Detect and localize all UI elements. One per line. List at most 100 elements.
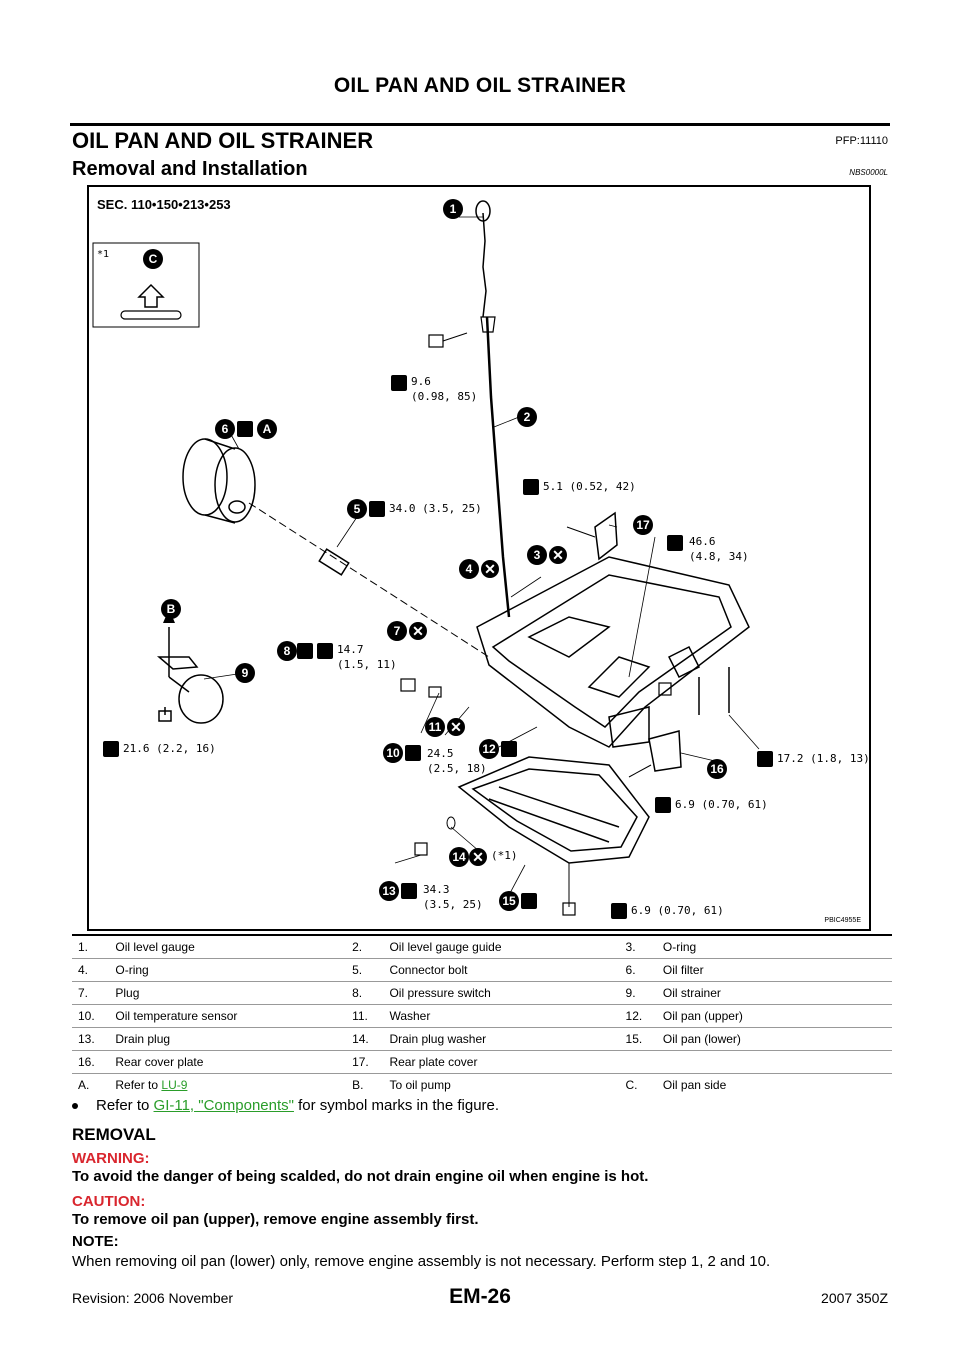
torque-icon	[667, 535, 683, 551]
callout-12: 12	[479, 739, 499, 759]
model-year: 2007 350Z	[821, 1290, 888, 1306]
part-number: 5.	[346, 958, 384, 982]
callout-A: A	[257, 419, 277, 439]
part-number: 6.	[619, 958, 657, 982]
part-name: Oil temperature sensor	[109, 1004, 347, 1028]
torque-icon	[103, 741, 119, 757]
torque-icon	[317, 643, 333, 659]
exploded-diagram: SEC. 110•150•213•253 *1 C 1 2 3 ✕ 4 ✕ 5 …	[87, 185, 871, 931]
part-number: 14.	[346, 1027, 384, 1051]
part-name: O-ring	[109, 958, 347, 982]
caution-text: To remove oil pan (upper), remove engine…	[72, 1211, 479, 1228]
star1-label: *1	[97, 249, 110, 260]
torque-icon	[401, 883, 417, 899]
part-name: Oil pan (lower)	[656, 1027, 892, 1051]
part-number: B.	[346, 1073, 384, 1096]
part-number	[619, 1050, 657, 1074]
torque-icon	[611, 903, 627, 919]
part-number: 3.	[619, 934, 657, 959]
part-number: 17.	[346, 1050, 384, 1074]
callout-7: 7	[387, 621, 407, 641]
part-number: 10.	[72, 1004, 110, 1028]
part-name: Oil filter	[656, 958, 892, 982]
callout-B: B	[161, 599, 181, 619]
torque-value: 6.9 (0.70, 61)	[631, 904, 724, 917]
part-number: 11.	[346, 1004, 384, 1028]
subsection-title: Removal and Installation	[72, 158, 308, 180]
torque-value: (0.98, 85)	[411, 390, 478, 403]
x-mark-icon: ✕	[481, 560, 499, 578]
part-name: Oil level gauge	[109, 934, 347, 959]
callout-14: 14	[449, 847, 469, 867]
part-number: 9.	[619, 981, 657, 1005]
torque-value: 46.6	[689, 535, 716, 548]
x-mark-icon: ✕	[469, 848, 487, 866]
gi-11-link[interactable]: GI-11, "Components"	[153, 1097, 294, 1114]
part-number: 1.	[72, 934, 110, 959]
torque-value: (2.5, 18)	[427, 762, 487, 775]
note-label: NOTE:	[72, 1233, 119, 1250]
callout-9: 9	[235, 663, 255, 683]
part-name: Oil pan side	[656, 1073, 892, 1096]
diagram-drawing	[92, 200, 760, 916]
torque-value: 9.6	[411, 375, 431, 388]
removal-heading: REMOVAL	[72, 1125, 156, 1144]
part-number: 7.	[72, 981, 110, 1005]
part-name: To oil pump	[383, 1073, 620, 1096]
part-name: Washer	[383, 1004, 620, 1028]
pfp-code: PFP:11110	[835, 135, 888, 147]
part-number: C.	[619, 1073, 657, 1096]
callout-8: 8	[277, 641, 297, 661]
sealant-icon	[521, 893, 537, 909]
note-text: When removing oil pan (lower) only, remo…	[72, 1253, 771, 1270]
torque-value: 34.3	[423, 883, 450, 896]
header-rule	[70, 123, 890, 126]
torque-icon	[757, 751, 773, 767]
torque-note: (*1)	[491, 849, 518, 862]
caution-label: CAUTION:	[72, 1193, 146, 1210]
page-number: EM-26	[449, 1285, 511, 1308]
part-number: 15.	[619, 1027, 657, 1051]
sealant-icon	[297, 643, 313, 659]
callout-16: 16	[707, 759, 727, 779]
callout-1: 1	[443, 199, 463, 219]
part-name: Rear plate cover	[383, 1050, 620, 1074]
running-header: OIL PAN AND OIL STRAINER	[333, 74, 627, 97]
torque-icon	[237, 421, 253, 437]
part-number: 2.	[346, 934, 384, 959]
x-mark-icon: ✕	[447, 718, 465, 736]
part-name: Oil pressure switch	[383, 981, 620, 1005]
part-name: Oil pan (upper)	[656, 1004, 892, 1028]
bullet-pre: Refer to	[96, 1097, 154, 1114]
torque-value: 17.2 (1.8, 13)	[777, 752, 870, 765]
x-mark-icon: ✕	[409, 622, 427, 640]
part-number: 13.	[72, 1027, 110, 1051]
callout-11: 11	[425, 717, 445, 737]
torque-value: 6.9 (0.70, 61)	[675, 798, 768, 811]
part-number: 4.	[72, 958, 110, 982]
revision-date: Revision: 2006 November	[72, 1290, 234, 1306]
bullet-icon	[72, 1103, 78, 1109]
part-name: O-ring	[656, 934, 892, 959]
callout-4: 4	[459, 559, 479, 579]
torque-value: 5.1 (0.52, 42)	[543, 480, 636, 493]
part-number: 12.	[619, 1004, 657, 1028]
callout-10: 10	[383, 743, 403, 763]
torque-value: (1.5, 11)	[337, 658, 397, 671]
torque-value: (3.5, 25)	[423, 898, 483, 911]
callout-13: 13	[379, 881, 399, 901]
bullet-post: for symbol marks in the figure.	[293, 1097, 500, 1114]
torque-icon	[405, 745, 421, 761]
lu-9-link[interactable]: LU-9	[161, 1078, 188, 1092]
x-mark-icon: ✕	[549, 546, 567, 564]
torque-icon	[391, 375, 407, 391]
torque-value: 14.7	[337, 643, 364, 656]
callout-6: 6	[215, 419, 235, 439]
torque-value: 24.5	[427, 747, 454, 760]
